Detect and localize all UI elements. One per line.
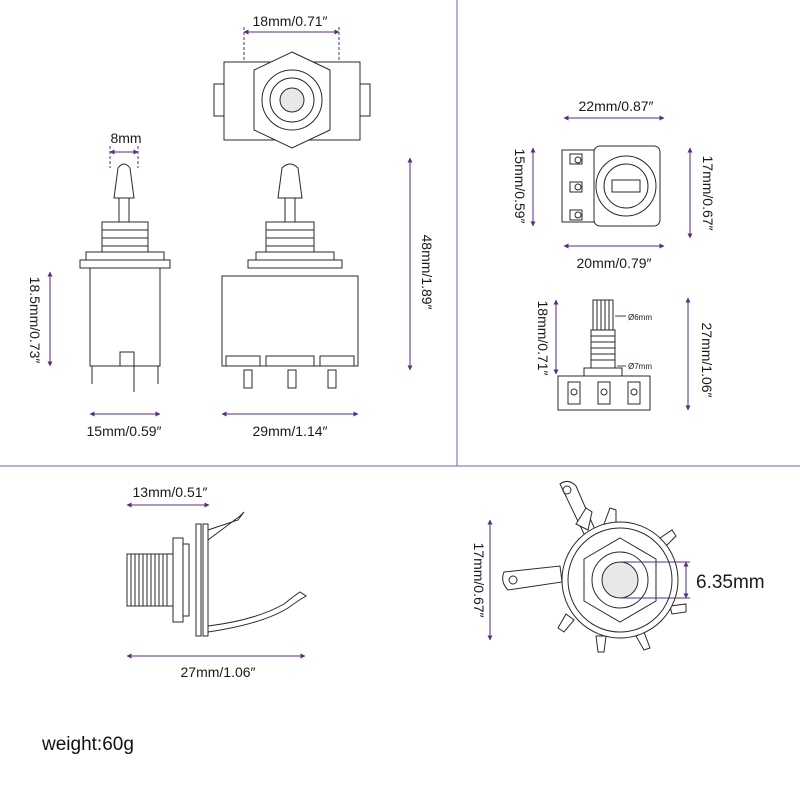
jack-front-view <box>502 480 687 653</box>
pot-right-height-label: 17mm/0.67″ <box>700 156 716 231</box>
jack-front-height-label: 17mm/0.67″ <box>471 543 487 618</box>
jack-side-view <box>126 511 307 637</box>
toggle-side-width-label: 15mm/0.59″ <box>87 423 162 439</box>
pot-shaft-height-label: 18mm/0.71″ <box>535 301 551 376</box>
weight-label: weight:60g <box>42 734 134 755</box>
toggle-overall-height-label: 48mm/1.89″ <box>419 235 435 310</box>
toggle-front-view <box>221 163 359 389</box>
pot-thread-diameter-label: Ø7mm <box>628 362 652 371</box>
toggle-side-view <box>79 163 171 392</box>
jack-plug-size-label: 6.35mm <box>696 572 765 593</box>
toggle-lever-width-label: 8mm <box>110 130 141 146</box>
toggle-front-width-label: 29mm/1.14″ <box>253 423 328 439</box>
toggle-top-width-label: 18mm/0.71″ <box>253 13 328 29</box>
jack-total-length-label: 27mm/1.06″ <box>181 664 256 680</box>
pot-front-view <box>561 145 661 227</box>
toggle-side-height-label: 18.5mm/0.73″ <box>27 277 43 364</box>
pot-top-width-label: 22mm/0.87″ <box>579 98 654 114</box>
pot-bottom-width-label: 20mm/0.79″ <box>577 255 652 271</box>
jack-thread-length-label: 13mm/0.51″ <box>133 484 208 500</box>
pot-left-height-label: 15mm/0.59″ <box>512 149 528 224</box>
pot-side-view <box>557 299 651 411</box>
pot-total-height-label: 27mm/1.06″ <box>699 323 715 398</box>
pot-shaft-diameter-label: Ø6mm <box>628 313 652 322</box>
toggle-top-view <box>213 51 371 149</box>
